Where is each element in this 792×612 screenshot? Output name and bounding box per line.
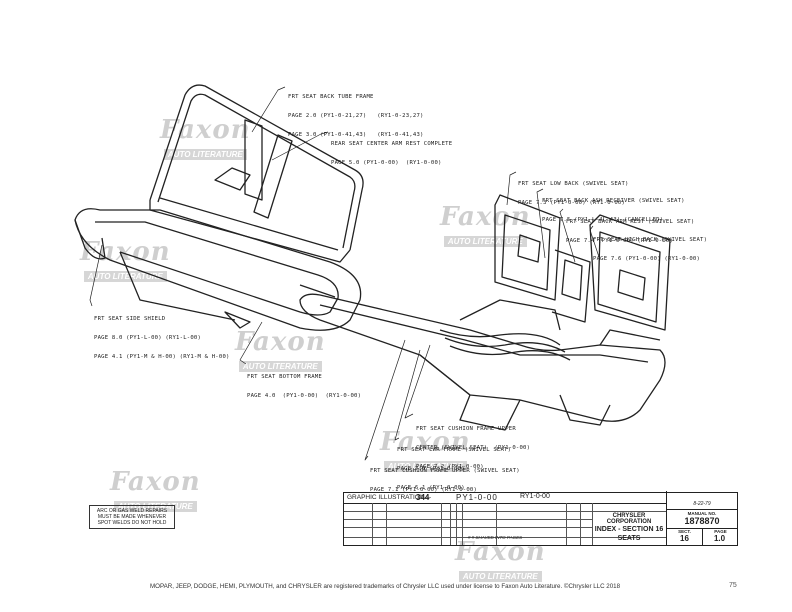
manual-number: 1878870 — [684, 516, 720, 526]
grid-line — [592, 503, 593, 545]
note-line: MUST BE MADE WHENEVER — [97, 514, 167, 520]
manual-info-box: 8-22-79 MANUAL NO. 1878870 SECT. PAGE 16… — [666, 491, 738, 546]
label-line: FRT SEAT BACK ASH RECEIVER (SWIVEL SEAT) — [542, 197, 685, 204]
index-title: INDEX - SECTION 16 SEATS — [592, 525, 666, 543]
label-line: FRT SEAT HIGH BACK (SWIVEL SEAT) — [593, 236, 708, 243]
grid-line — [344, 527, 592, 528]
label-ash-receiver: FRT SEAT BACK ASH RECEIVER (SWIVEL SEAT)… — [542, 185, 685, 230]
grid-line — [372, 503, 373, 545]
label-back-tube-frame: FRT SEAT BACK TUBE FRAME PAGE 2.0 (PY1-0… — [288, 81, 424, 145]
note-line: ARC OR GAS WELD REPAIRS — [96, 508, 168, 514]
part-number-py: PY1-0-00 — [456, 493, 498, 502]
label-line: PAGE 7.6 (PY1-0-00) (RY1-0-00) — [593, 256, 701, 263]
section-number: 16 — [680, 534, 689, 543]
page-label: PAGE — [702, 528, 738, 546]
label-cushion-upper: FRT SEAT CUSHION FRAME UPPER (SWIVEL SEA… — [370, 455, 520, 500]
label-line: PAGE 7.4 (PY1-0-00) (RY1-0-00) — [566, 238, 674, 245]
label-line: PAGE 3.0 (PY1-0-41,43) (RY1-0-41,43) — [288, 132, 424, 139]
grid-line — [462, 503, 463, 545]
corporation-name: CHRYSLER CORPORATION — [606, 513, 652, 525]
title-block: GRAPHIC ILLUSTRATION— 344 PY1-0-00 RY1-0… — [343, 491, 738, 546]
grid-line — [344, 537, 666, 538]
label-bottom-frame: FRT SEAT BOTTOM FRAME PAGE 4.0 (PY1-0-00… — [247, 361, 361, 406]
label-high-back: FRT SEAT HIGH BACK (SWIVEL SEAT) PAGE 7.… — [593, 224, 707, 269]
leader-lines — [89, 86, 601, 461]
weld-repair-note: ARC OR GAS WELD REPAIRS MUST BE MADE WHE… — [89, 505, 175, 529]
label-line: PAGE 5.0 (PY1-0-00) (RY1-0-00) — [331, 160, 442, 167]
label-arm-rest: FRT SEAT BACK ARM REST (SWIVEL SEAT) PAG… — [566, 206, 694, 251]
grid-line — [456, 503, 457, 545]
trademark-footer: MOPAR, JEEP, DODGE, HEMI, PLYMOUTH, and … — [150, 583, 621, 590]
label-line: PAGE 7.5 (PY1-L-4L,43) (CANCELLED) — [542, 217, 664, 224]
label-line: PAGE 8.0 (PY1-L-00) (RY1-L-00) — [94, 335, 202, 342]
section-label: SECT. — [667, 528, 702, 534]
label-line: FRT SEAT SIDE SHIELD — [94, 315, 166, 322]
rear-bench-seat-drawing — [74, 84, 364, 331]
label-line: PAGE 4.1 (PY1-M & H-00) (RY1-M & H-00) — [94, 354, 230, 361]
change-note: # # SHAVED INTO PAGES — [468, 535, 523, 540]
label-line: PAGE 4.0 (PY1-0-00) (RY1-0-00) — [247, 393, 362, 400]
index-section: INDEX - SECTION 16 — [594, 526, 664, 533]
grid-line — [344, 511, 666, 512]
label-line: FRT SEAT LWR FRAME (SWIVEL SEAT) — [397, 446, 512, 453]
label-line: PAGE 7.0 (PY1-0-00) — [397, 466, 465, 473]
label-line: FRT SEAT BACK TUBE FRAME — [288, 93, 374, 100]
label-side-shield: FRT SEAT SIDE SHIELD PAGE 8.0 (PY1-L-00)… — [94, 303, 230, 367]
manual-no-label: MANUAL NO. — [667, 509, 737, 516]
label-lwr-frame: FRT SEAT LWR FRAME (SWIVEL SEAT) PAGE 7.… — [397, 434, 511, 498]
part-number-ry: RY1-0-00 — [520, 493, 550, 500]
index-subtitle: SEATS — [617, 535, 641, 542]
label-line: PAGE 6.1 (RY1-0-00) — [397, 485, 465, 492]
grid-line — [566, 503, 567, 545]
label-line: FRT SEAT CUSHION FRAME UPPER (SWIVEL SEA… — [370, 467, 520, 474]
grid-line — [450, 503, 451, 545]
label-line: PAGE 7.1 (PY1-0-00) (RY1-0-00) — [370, 487, 478, 494]
grid-line — [386, 503, 387, 545]
front-swivel-seats-drawing — [299, 194, 671, 431]
label-low-back: FRT SEAT LOW BACK (SWIVEL SEAT) PAGE 7.3… — [518, 168, 629, 213]
label-line: PAGE 2.0 (PY1-0-21,27) (RY1-0-23,27) — [288, 113, 424, 120]
graphic-illustration-number: 344 — [416, 493, 430, 502]
label-line: FRT SEAT CUSHION FRAME UPPER — [416, 425, 516, 432]
label-line: CENTER (SWIVEL SEAT) (RY1-0-00) — [416, 445, 531, 452]
label-rear-arm-rest: REAR SEAT CENTER ARM REST COMPLETE PAGE … — [331, 128, 452, 173]
page-number: 75 — [729, 582, 737, 589]
note-line: SPOT WELDS DO NOT HOLD — [97, 520, 167, 526]
label-line: FRT SEAT BOTTOM FRAME — [247, 373, 322, 380]
label-line: FRT SEAT BACK ARM REST (SWIVEL SEAT) — [566, 218, 695, 225]
label-cushion-upper-center: FRT SEAT CUSHION FRAME UPPER CENTER (SWI… — [416, 413, 530, 477]
label-line: FRT SEAT LOW BACK (SWIVEL SEAT) — [518, 180, 629, 187]
grid-line — [580, 503, 581, 545]
date: 8-22-79 — [693, 501, 711, 507]
grid-line — [496, 503, 497, 545]
grid-line — [344, 519, 592, 520]
page-value: 1.0 — [713, 534, 726, 543]
label-line: REAR SEAT CENTER ARM REST COMPLETE — [331, 140, 453, 147]
graphic-illustration-label: GRAPHIC ILLUSTRATION— — [347, 494, 432, 501]
grid-line — [441, 503, 442, 545]
label-line: PAGE 7.3 (PY1-0-00) (RY1-0-00) — [518, 200, 626, 207]
title-block-header: GRAPHIC ILLUSTRATION— 344 PY1-0-00 RY1-0… — [344, 493, 666, 504]
label-line: PAGE 7.2 (PY1-0-00) — [416, 464, 484, 471]
